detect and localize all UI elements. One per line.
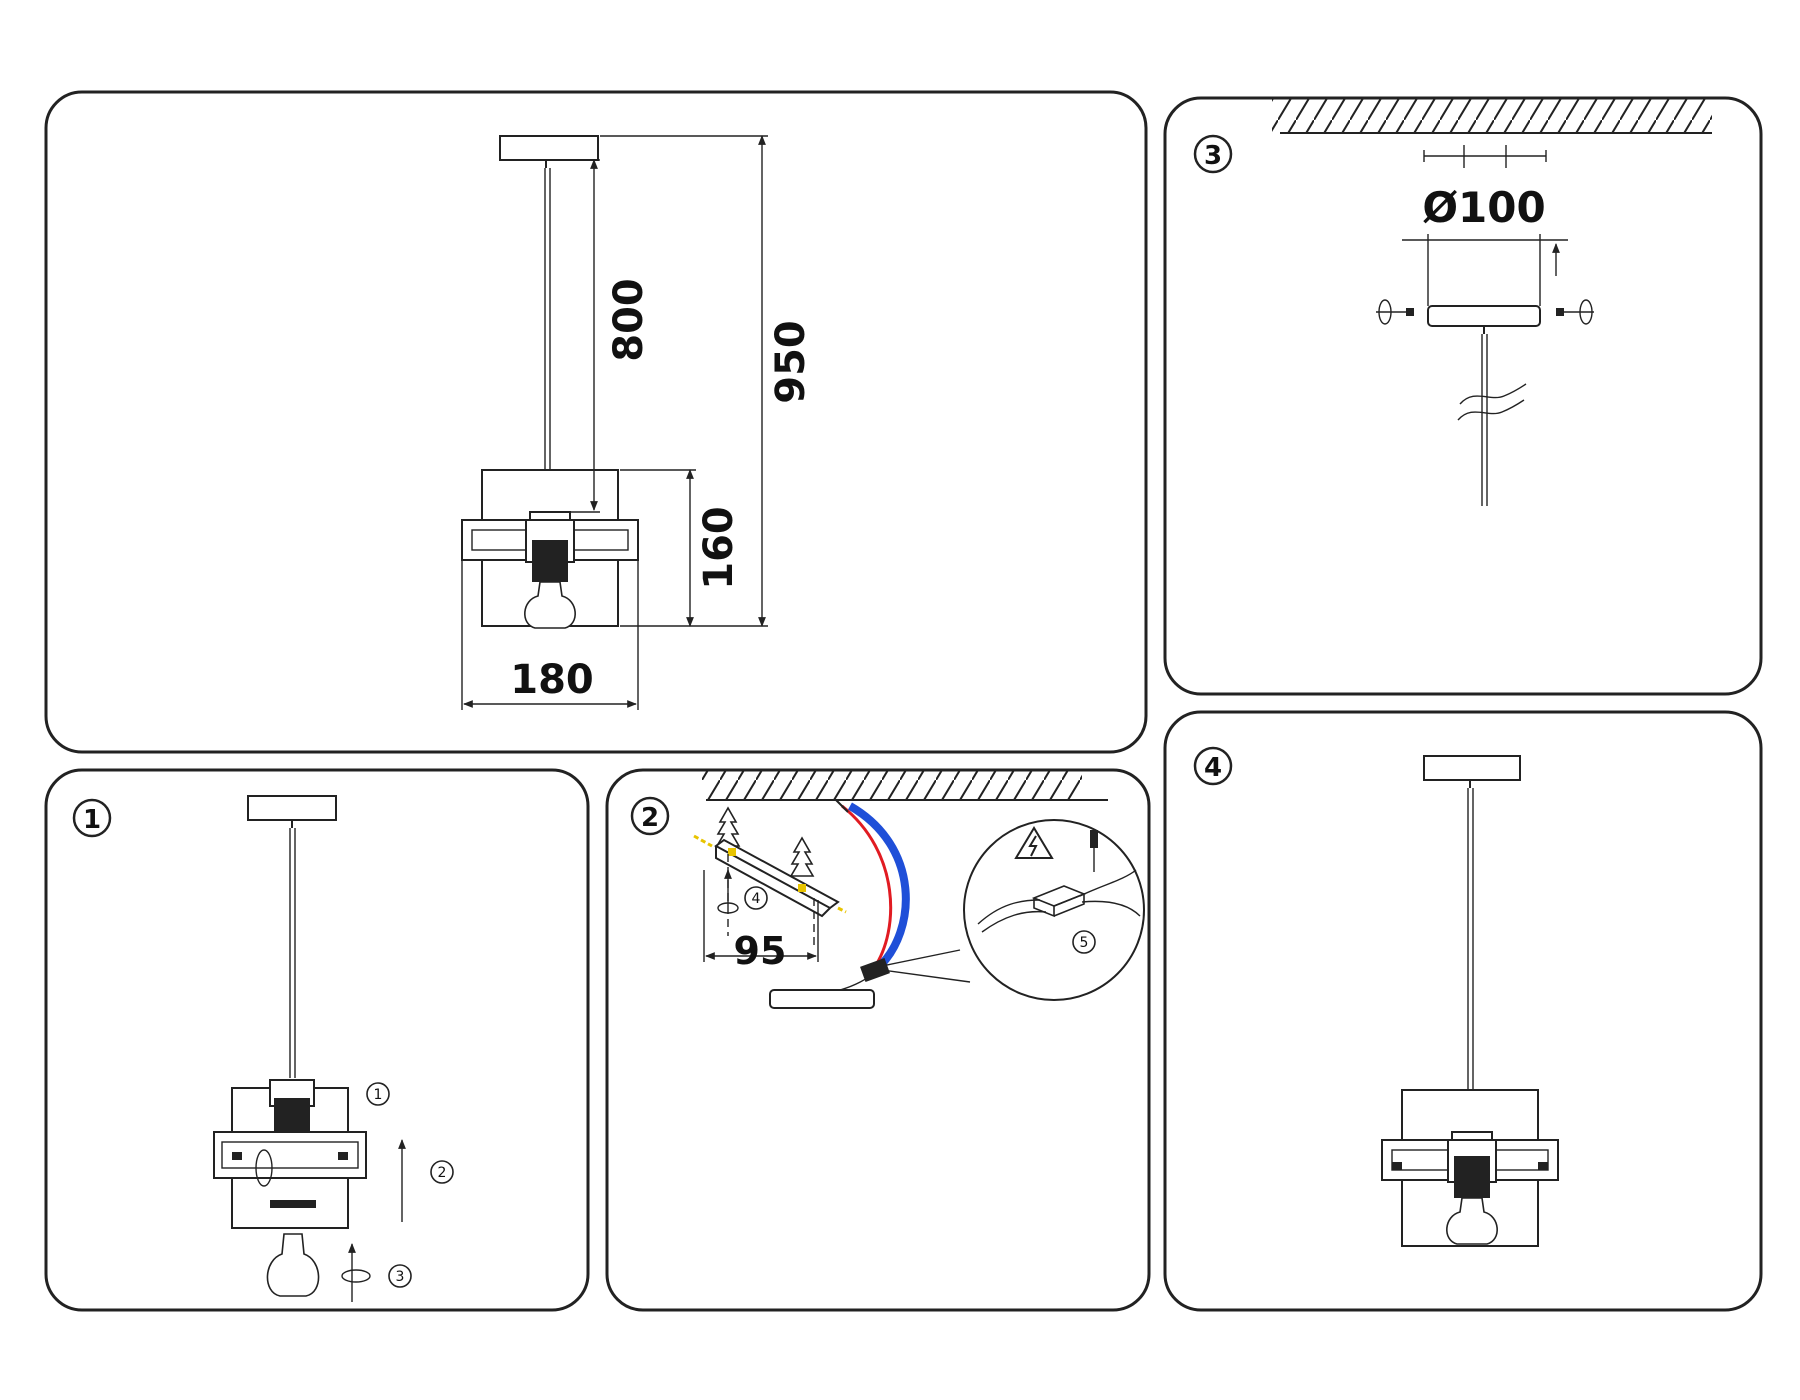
step1-socket bbox=[274, 1098, 310, 1132]
step1-panel: 1 1 2 3 bbox=[44, 768, 590, 1312]
substep-2-label: 2 bbox=[438, 1165, 447, 1181]
dimension-180: 180 bbox=[461, 560, 639, 710]
dimension-drop-length: 800 bbox=[606, 278, 652, 362]
substep-4-badge bbox=[744, 886, 768, 910]
step1-ring bbox=[270, 1200, 316, 1208]
bracket-spacing-label: 95 bbox=[734, 929, 787, 973]
electric-hazard-icon bbox=[1014, 826, 1054, 859]
break-mark bbox=[1459, 383, 1527, 405]
step2-ceiling-hatch bbox=[702, 770, 1082, 800]
substep-3-badge bbox=[388, 1264, 412, 1288]
dimension-shade-width: 180 bbox=[510, 657, 594, 703]
overview-panel: 800 950 160 180 bbox=[44, 90, 1148, 754]
step4-canopy bbox=[1423, 755, 1521, 781]
dimension-800: 800 bbox=[556, 135, 768, 513]
dimension-shade-height: 160 bbox=[696, 506, 742, 590]
ceiling-canopy bbox=[499, 135, 599, 161]
dimension-950: 950 bbox=[620, 135, 814, 627]
canopy-diameter-label: Ø100 bbox=[1422, 183, 1545, 232]
neutral-wire bbox=[848, 802, 910, 971]
substep-4-label: 4 bbox=[752, 891, 761, 907]
substep-1-badge bbox=[366, 1082, 390, 1106]
live-wire bbox=[841, 804, 893, 969]
substep-2-badge bbox=[430, 1160, 454, 1184]
step4-socket bbox=[1454, 1156, 1490, 1198]
dimension-95: 95 bbox=[703, 870, 819, 973]
step2-number: 2 bbox=[641, 803, 659, 833]
lamp-shade bbox=[461, 469, 639, 629]
step1-badge bbox=[72, 798, 112, 838]
step4-badge bbox=[1193, 746, 1233, 786]
step1-canopy bbox=[247, 795, 337, 821]
step2-canopy bbox=[769, 989, 875, 1009]
step4-lamp-shade bbox=[1381, 1089, 1559, 1247]
step2-badge bbox=[630, 796, 670, 836]
dimension-160: 160 bbox=[620, 469, 742, 627]
step4-bulb bbox=[1446, 1197, 1498, 1245]
step4-panel: 4 bbox=[1163, 710, 1763, 1312]
step3-number: 3 bbox=[1204, 141, 1222, 171]
terminal-block bbox=[860, 958, 890, 982]
dimension-total-height: 950 bbox=[768, 320, 814, 404]
wire-connector bbox=[1031, 885, 1087, 918]
substep-1-label: 1 bbox=[374, 1087, 383, 1103]
step1-number: 1 bbox=[83, 805, 101, 835]
substep-5-badge bbox=[1072, 930, 1096, 954]
step2-panel: 2 4 95 bbox=[605, 768, 1151, 1312]
ceiling-hatch bbox=[1272, 98, 1712, 132]
mounting-bracket bbox=[693, 834, 847, 918]
canopy-plate bbox=[1427, 305, 1541, 327]
step3-badge bbox=[1193, 134, 1233, 174]
step3-panel: 3 Ø100 bbox=[1163, 96, 1763, 696]
step1-bulb bbox=[266, 1233, 320, 1297]
wall-plug-icon bbox=[789, 836, 815, 877]
substep-5-label: 5 bbox=[1080, 935, 1089, 951]
lamp-socket bbox=[532, 540, 568, 582]
step4-number: 4 bbox=[1204, 753, 1222, 783]
substep-3-label: 3 bbox=[396, 1269, 405, 1285]
light-bulb bbox=[524, 581, 576, 629]
